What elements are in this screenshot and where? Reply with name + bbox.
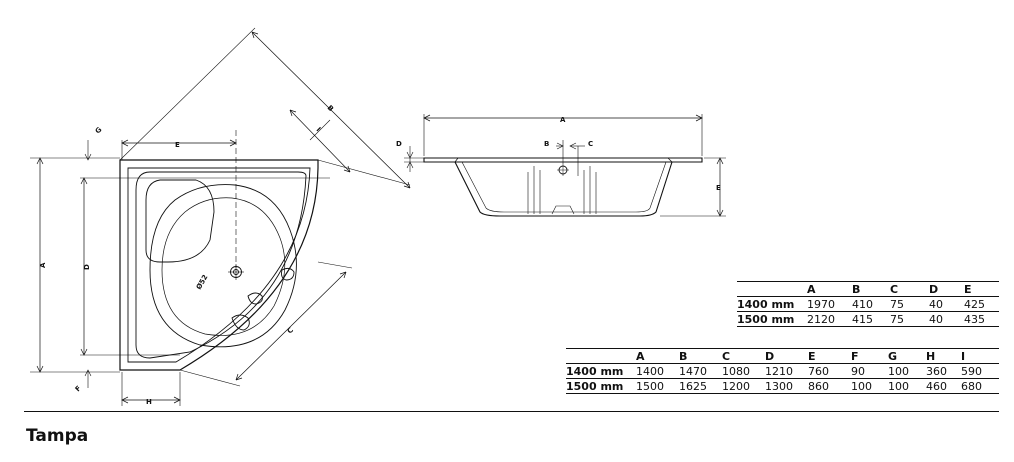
table-cell: 2120 <box>807 311 852 327</box>
table-cell: 460 <box>926 378 961 394</box>
table-header-cell: E <box>964 281 999 297</box>
table-cell: 1200 <box>722 378 765 394</box>
table-header-cell: B <box>852 281 890 297</box>
table-cell: 1500 <box>636 378 679 394</box>
table-header-cell: H <box>926 348 961 364</box>
dim-b-label: B <box>326 104 335 113</box>
table-header-cell: A <box>807 281 852 297</box>
row-label: 1400 mm <box>566 363 636 379</box>
row-label: 1400 mm <box>737 296 807 312</box>
row-label: 1500 mm <box>737 311 807 327</box>
table-header-cell <box>566 348 636 364</box>
table-header-cell: C <box>722 348 765 364</box>
side-body <box>454 161 673 217</box>
side-dim-e-label: E <box>716 184 721 192</box>
table-header-row: A B C D E <box>737 281 999 297</box>
table-cell: 360 <box>926 363 961 379</box>
table-header-cell: D <box>765 348 808 364</box>
divider <box>24 411 999 412</box>
dim-a-label: A <box>39 262 47 268</box>
side-view: A B C D E <box>396 114 726 217</box>
product-title: Tampa <box>26 426 89 446</box>
table-cell: 1625 <box>679 378 722 394</box>
table-cell: 435 <box>964 311 999 327</box>
table-row: 1400 mm 1970 410 75 40 425 <box>737 296 999 312</box>
table-cell: 75 <box>890 311 929 327</box>
table-cell: 760 <box>808 363 851 379</box>
dim-f-label: F <box>74 384 83 393</box>
table-cell: 410 <box>852 296 890 312</box>
dim-i-label: I <box>315 126 323 134</box>
table-header-cell: G <box>888 348 926 364</box>
table-cell: 1210 <box>765 363 808 379</box>
table-cell: 100 <box>851 378 888 394</box>
table-cell: 40 <box>929 311 964 327</box>
table-cell: 1400 <box>636 363 679 379</box>
table-cell: 1970 <box>807 296 852 312</box>
technical-drawing: Ø52 A D G F E H <box>30 27 726 406</box>
top-dimensions-table: A B C D E F G H I 1400 mm 1400 1470 1080… <box>566 348 999 394</box>
dim-e-label: E <box>175 141 180 149</box>
table-header-cell: F <box>851 348 888 364</box>
dim-d-label: D <box>83 264 91 270</box>
table-cell: 425 <box>964 296 999 312</box>
side-dim-d-label: D <box>396 140 402 148</box>
table-cell: 40 <box>929 296 964 312</box>
drain-label: Ø52 <box>195 273 210 291</box>
dim-h-label: H <box>146 398 152 406</box>
table-cell: 90 <box>851 363 888 379</box>
table-cell: 680 <box>961 378 999 394</box>
side-dim-c-label: C <box>588 140 593 148</box>
table-cell: 590 <box>961 363 999 379</box>
table-header-cell: E <box>808 348 851 364</box>
top-view: Ø52 A D G F E H <box>30 27 411 406</box>
table-cell: 75 <box>890 296 929 312</box>
table-cell: 1080 <box>722 363 765 379</box>
dim-g-label: G <box>94 126 104 136</box>
table-header-cell: B <box>679 348 722 364</box>
row-label: 1500 mm <box>566 378 636 394</box>
table-header-row: A B C D E F G H I <box>566 348 999 364</box>
table-row: 1400 mm 1400 1470 1080 1210 760 90 100 3… <box>566 363 999 379</box>
side-dim-b-label: B <box>544 140 549 148</box>
basin-outline <box>135 171 307 359</box>
table-header-cell: D <box>929 281 964 297</box>
table-header-cell: I <box>961 348 999 364</box>
side-dim-a-label: A <box>560 116 566 124</box>
table-cell: 415 <box>852 311 890 327</box>
table-header-cell <box>737 281 807 297</box>
table-cell: 860 <box>808 378 851 394</box>
table-cell: 1470 <box>679 363 722 379</box>
dim-c-label: C <box>286 326 295 335</box>
bath-inner-rim <box>127 167 311 363</box>
basin-inner <box>145 179 215 263</box>
table-header-cell: C <box>890 281 929 297</box>
table-cell: 100 <box>888 363 926 379</box>
basin-oval <box>149 184 297 348</box>
table-row: 1500 mm 1500 1625 1200 1300 860 100 100 … <box>566 378 999 394</box>
table-cell: 100 <box>888 378 926 394</box>
table-row: 1500 mm 2120 415 75 40 435 <box>737 311 999 327</box>
side-dimensions-table: A B C D E 1400 mm 1970 410 75 40 425 150… <box>737 281 999 327</box>
table-cell: 1300 <box>765 378 808 394</box>
table-header-cell: A <box>636 348 679 364</box>
